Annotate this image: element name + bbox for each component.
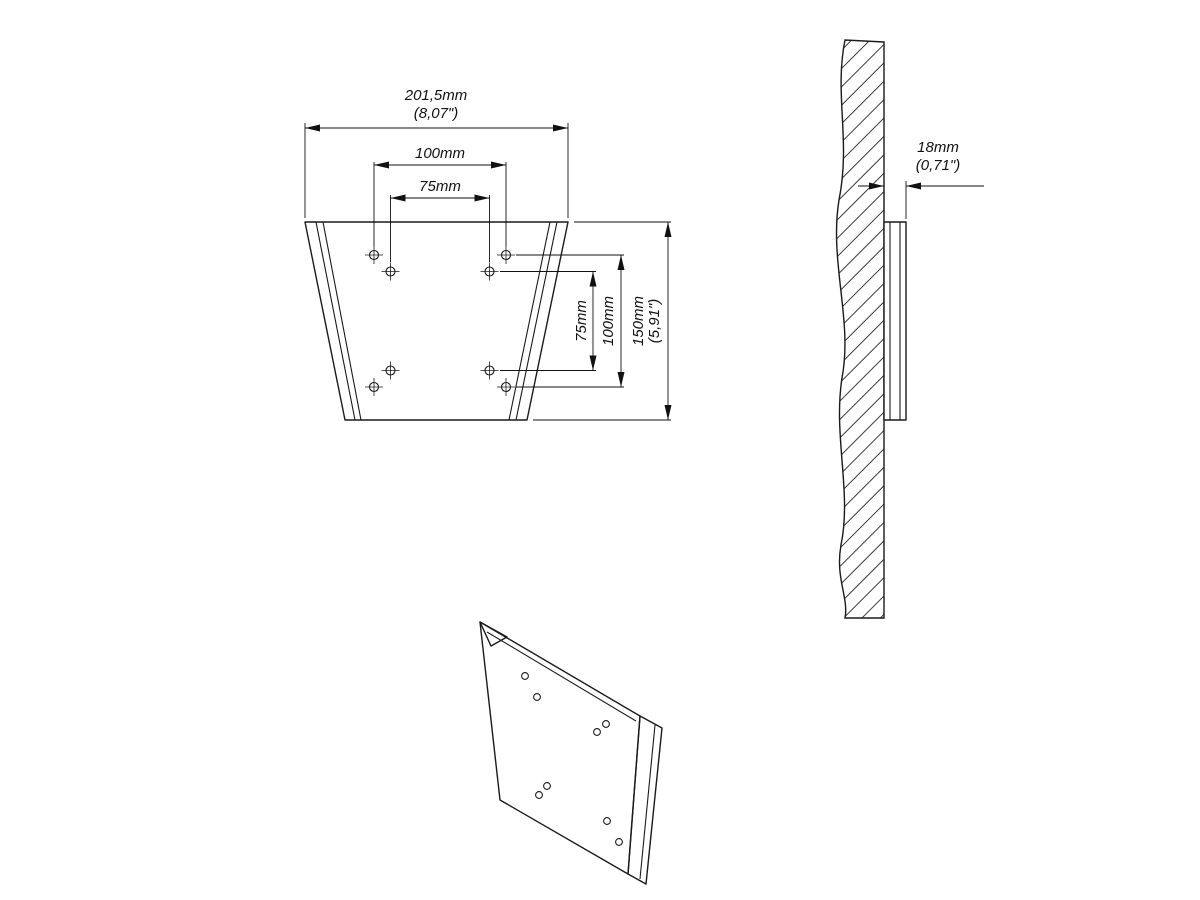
right-flange-line xyxy=(508,221,551,421)
dim-label-total-width-mm: 201,5mm xyxy=(404,87,468,104)
vesa-100-holes xyxy=(365,246,515,396)
dim-width-100: 100mm xyxy=(373,145,507,246)
dim-width-75: 75mm xyxy=(390,178,490,262)
hole xyxy=(535,791,543,799)
dim-label-width-100: 100mm xyxy=(415,145,465,162)
iso-holes xyxy=(521,672,623,846)
plate-outline xyxy=(304,221,569,421)
side-view: 18mm (0,71") xyxy=(835,39,984,619)
isometric-view xyxy=(479,621,663,885)
front-view: 201,5mm (8,07") 100mm 75mm 75mm xyxy=(304,87,672,421)
iso-plate-face xyxy=(479,621,641,875)
dim-label-depth-mm: 18mm xyxy=(917,139,959,156)
dim-total-width: 201,5mm (8,07") xyxy=(304,87,569,218)
hole xyxy=(533,693,541,701)
dim-label-height-75: 75mm xyxy=(573,300,590,342)
dim-label-height-100: 100mm xyxy=(600,296,617,346)
hole xyxy=(615,838,623,846)
dim-label-depth-in: (0,71") xyxy=(916,157,961,174)
left-flange-line xyxy=(315,221,356,421)
hole xyxy=(603,817,611,825)
dim-total-height: 150mm (5,91") xyxy=(533,221,672,421)
dim-height-100: 100mm xyxy=(516,254,625,388)
iso-right-flange xyxy=(627,715,663,885)
iso-flange-inner-line xyxy=(639,724,656,880)
wall-section xyxy=(835,39,885,619)
dim-label-total-width-in: (8,07") xyxy=(414,105,459,122)
dim-label-width-75: 75mm xyxy=(419,178,461,195)
iso-top-fold-line xyxy=(486,631,637,722)
vesa-75-holes xyxy=(381,262,499,380)
bracket-side-profile xyxy=(883,221,907,421)
hole xyxy=(593,728,601,736)
dim-height-75: 75mm xyxy=(500,271,597,371)
left-flange-line xyxy=(322,221,362,421)
hole xyxy=(602,720,610,728)
hole xyxy=(521,672,529,680)
dim-label-total-height-in: (5,91") xyxy=(646,299,663,344)
bracket-profile-body xyxy=(883,221,907,421)
iso-corner-tab xyxy=(479,621,508,647)
right-flange-line xyxy=(515,221,558,421)
hole xyxy=(543,782,551,790)
dim-depth: 18mm (0,71") xyxy=(858,139,984,219)
dim-label-total-height-mm: 150mm xyxy=(630,296,647,346)
